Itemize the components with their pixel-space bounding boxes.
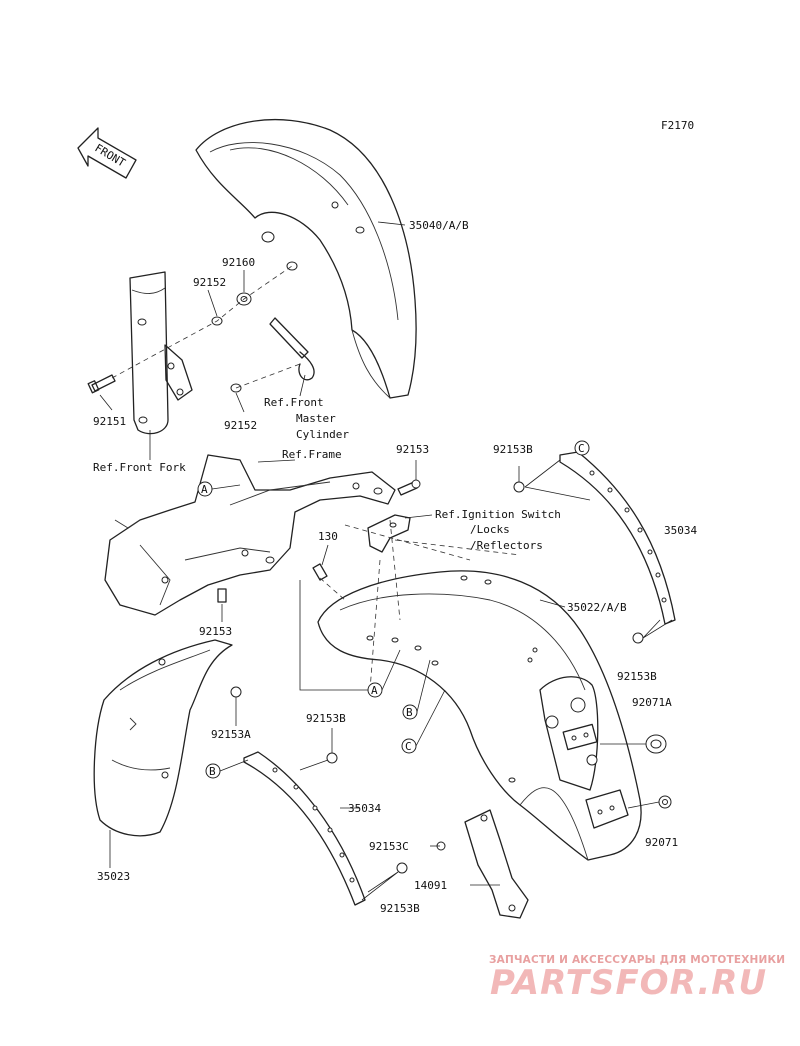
label-ref-master-1: Ref.Front xyxy=(264,396,324,409)
label-ref-ignition-3: /Reflectors xyxy=(470,539,543,552)
marker-C-fender: C xyxy=(401,738,417,754)
marker-B-fender: B xyxy=(402,704,418,720)
front-fork xyxy=(129,271,193,435)
label-35022: 35022/A/B xyxy=(567,601,627,614)
label-35040: 35040/A/B xyxy=(409,219,469,232)
label-35023: 35023 xyxy=(97,870,130,883)
label-92153-top: 92153 xyxy=(396,443,429,456)
front-direction-arrow: FRONT xyxy=(77,127,137,179)
nut-92153B-mid xyxy=(326,752,338,764)
label-92153B-top: 92153B xyxy=(493,443,533,456)
label-130: 130 xyxy=(318,530,338,543)
ignition-bracket xyxy=(367,514,411,553)
label-92071: 92071 xyxy=(645,836,678,849)
label-92153A: 92153A xyxy=(211,728,251,741)
marker-A-frame: A xyxy=(197,481,213,497)
label-35034-right: 35034 xyxy=(664,524,697,537)
grommet-92071 xyxy=(658,795,672,809)
bolt-92153-top xyxy=(397,479,421,496)
rear-fender-35022 xyxy=(317,570,642,861)
label-ref-master-3: Cylinder xyxy=(296,428,349,441)
grommet-92071A xyxy=(645,734,667,754)
nut-92153B-right xyxy=(632,632,644,644)
svg-text:A: A xyxy=(371,684,378,697)
nut-92153B-top xyxy=(513,481,525,493)
svg-text:A: A xyxy=(201,483,208,496)
nut-92153A xyxy=(230,686,242,698)
label-ref-master-2: Master xyxy=(296,412,336,425)
marker-B-strut: B xyxy=(205,763,221,779)
watermark-tagline: ЗАПЧАСТИ И АКСЕССУАРЫ ДЛЯ МОТОТЕХНИКИ xyxy=(489,954,785,966)
label-92152-bottom: 92152 xyxy=(224,419,257,432)
hose-bracket xyxy=(269,317,315,381)
label-14091: 14091 xyxy=(414,879,447,892)
figure-code: F2170 xyxy=(661,119,694,132)
svg-text:B: B xyxy=(406,706,413,719)
label-92071A: 92071A xyxy=(632,696,672,709)
label-ref-front-fork: Ref.Front Fork xyxy=(93,461,186,474)
svg-text:C: C xyxy=(578,442,585,455)
label-ref-ignition-1: Ref.Ignition Switch xyxy=(435,508,561,521)
inner-fender-35023 xyxy=(93,639,233,837)
svg-text:C: C xyxy=(405,740,412,753)
label-ref-ignition-2: /Locks xyxy=(470,523,510,536)
label-92152-top: 92152 xyxy=(193,276,226,289)
nut-92153B-bottom xyxy=(396,862,408,874)
label-92153B-mid: 92153B xyxy=(306,712,346,725)
marker-A-fender: A xyxy=(367,682,383,698)
svg-text:B: B xyxy=(209,765,216,778)
label-92153B-bottom: 92153B xyxy=(380,902,420,915)
label-92153C: 92153C xyxy=(369,840,409,853)
frame-section xyxy=(104,454,396,616)
label-92160: 92160 xyxy=(222,256,255,269)
marker-C-strut: C xyxy=(574,440,590,456)
fender-strut-35034-right xyxy=(559,451,676,625)
bolt-130 xyxy=(312,563,328,581)
fender-strut-35034-mid xyxy=(243,751,366,906)
label-92151: 92151 xyxy=(93,415,126,428)
label-92153B-right: 92153B xyxy=(617,670,657,683)
label-35034-mid: 35034 xyxy=(348,802,381,815)
label-ref-frame: Ref.Frame xyxy=(282,448,342,461)
bolt-92151 xyxy=(87,374,116,394)
bolt-92153-left xyxy=(217,588,227,603)
label-92153-left: 92153 xyxy=(199,625,232,638)
bracket-14091 xyxy=(464,809,529,919)
watermark-logo: PARTSFOR.RU xyxy=(490,963,767,1003)
